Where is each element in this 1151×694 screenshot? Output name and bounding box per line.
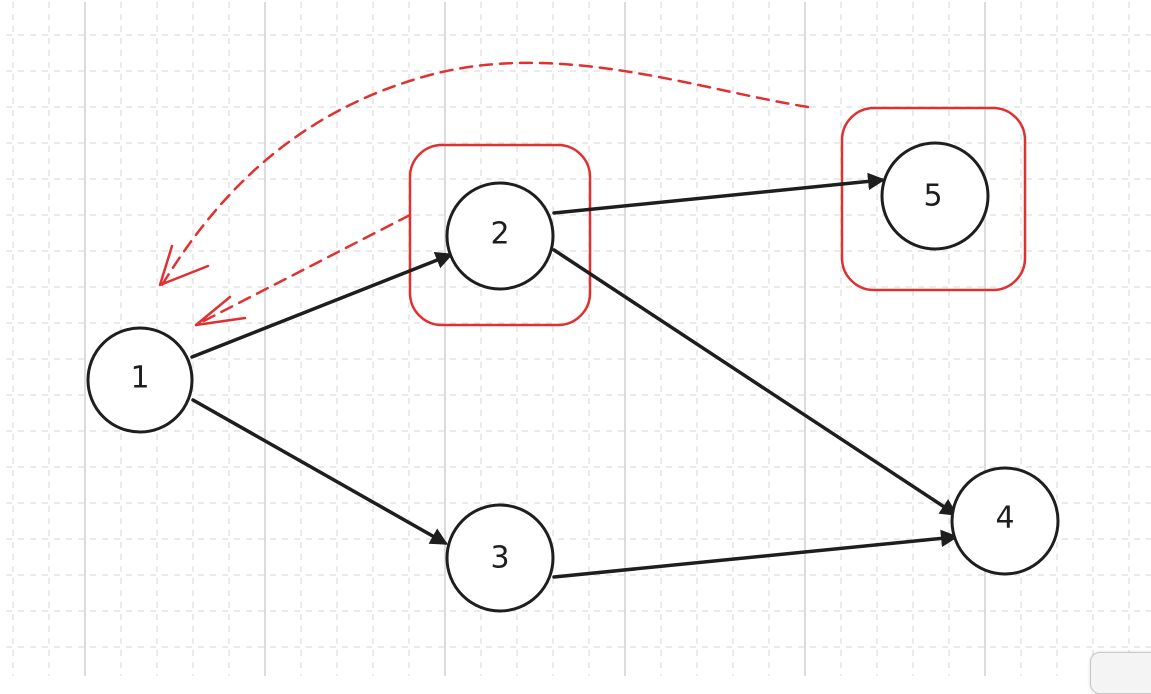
edge-3-4 bbox=[552, 529, 959, 579]
edge-2-1-dashed bbox=[194, 213, 412, 327]
edge-1-3 bbox=[191, 398, 449, 545]
highlight-box-node-2 bbox=[408, 143, 592, 327]
node-5-label: 5 bbox=[923, 179, 942, 214]
node-2-label: 2 bbox=[490, 217, 509, 252]
edge-5-1-dashed bbox=[160, 61, 810, 287]
node-4-label: 4 bbox=[995, 501, 1014, 536]
arrowhead-2-1 bbox=[194, 295, 247, 327]
arrowhead-5-1 bbox=[158, 244, 210, 287]
node-1[interactable] bbox=[86, 326, 194, 434]
node-5[interactable] bbox=[880, 141, 990, 251]
edge-2-5 bbox=[552, 172, 886, 215]
corner-panel-button[interactable] bbox=[1090, 652, 1151, 694]
node-1-label: 1 bbox=[130, 361, 149, 396]
edge-2-4 bbox=[552, 248, 958, 516]
diagram-canvas[interactable]: 1 2 3 4 5 bbox=[0, 0, 1151, 676]
highlight-box-node-5 bbox=[840, 106, 1027, 292]
node-4[interactable] bbox=[950, 466, 1060, 576]
grid bbox=[6, 2, 1151, 676]
node-2[interactable] bbox=[445, 181, 555, 291]
node-3-label: 3 bbox=[490, 541, 509, 576]
node-3[interactable] bbox=[445, 503, 555, 613]
edge-1-2 bbox=[190, 252, 454, 359]
